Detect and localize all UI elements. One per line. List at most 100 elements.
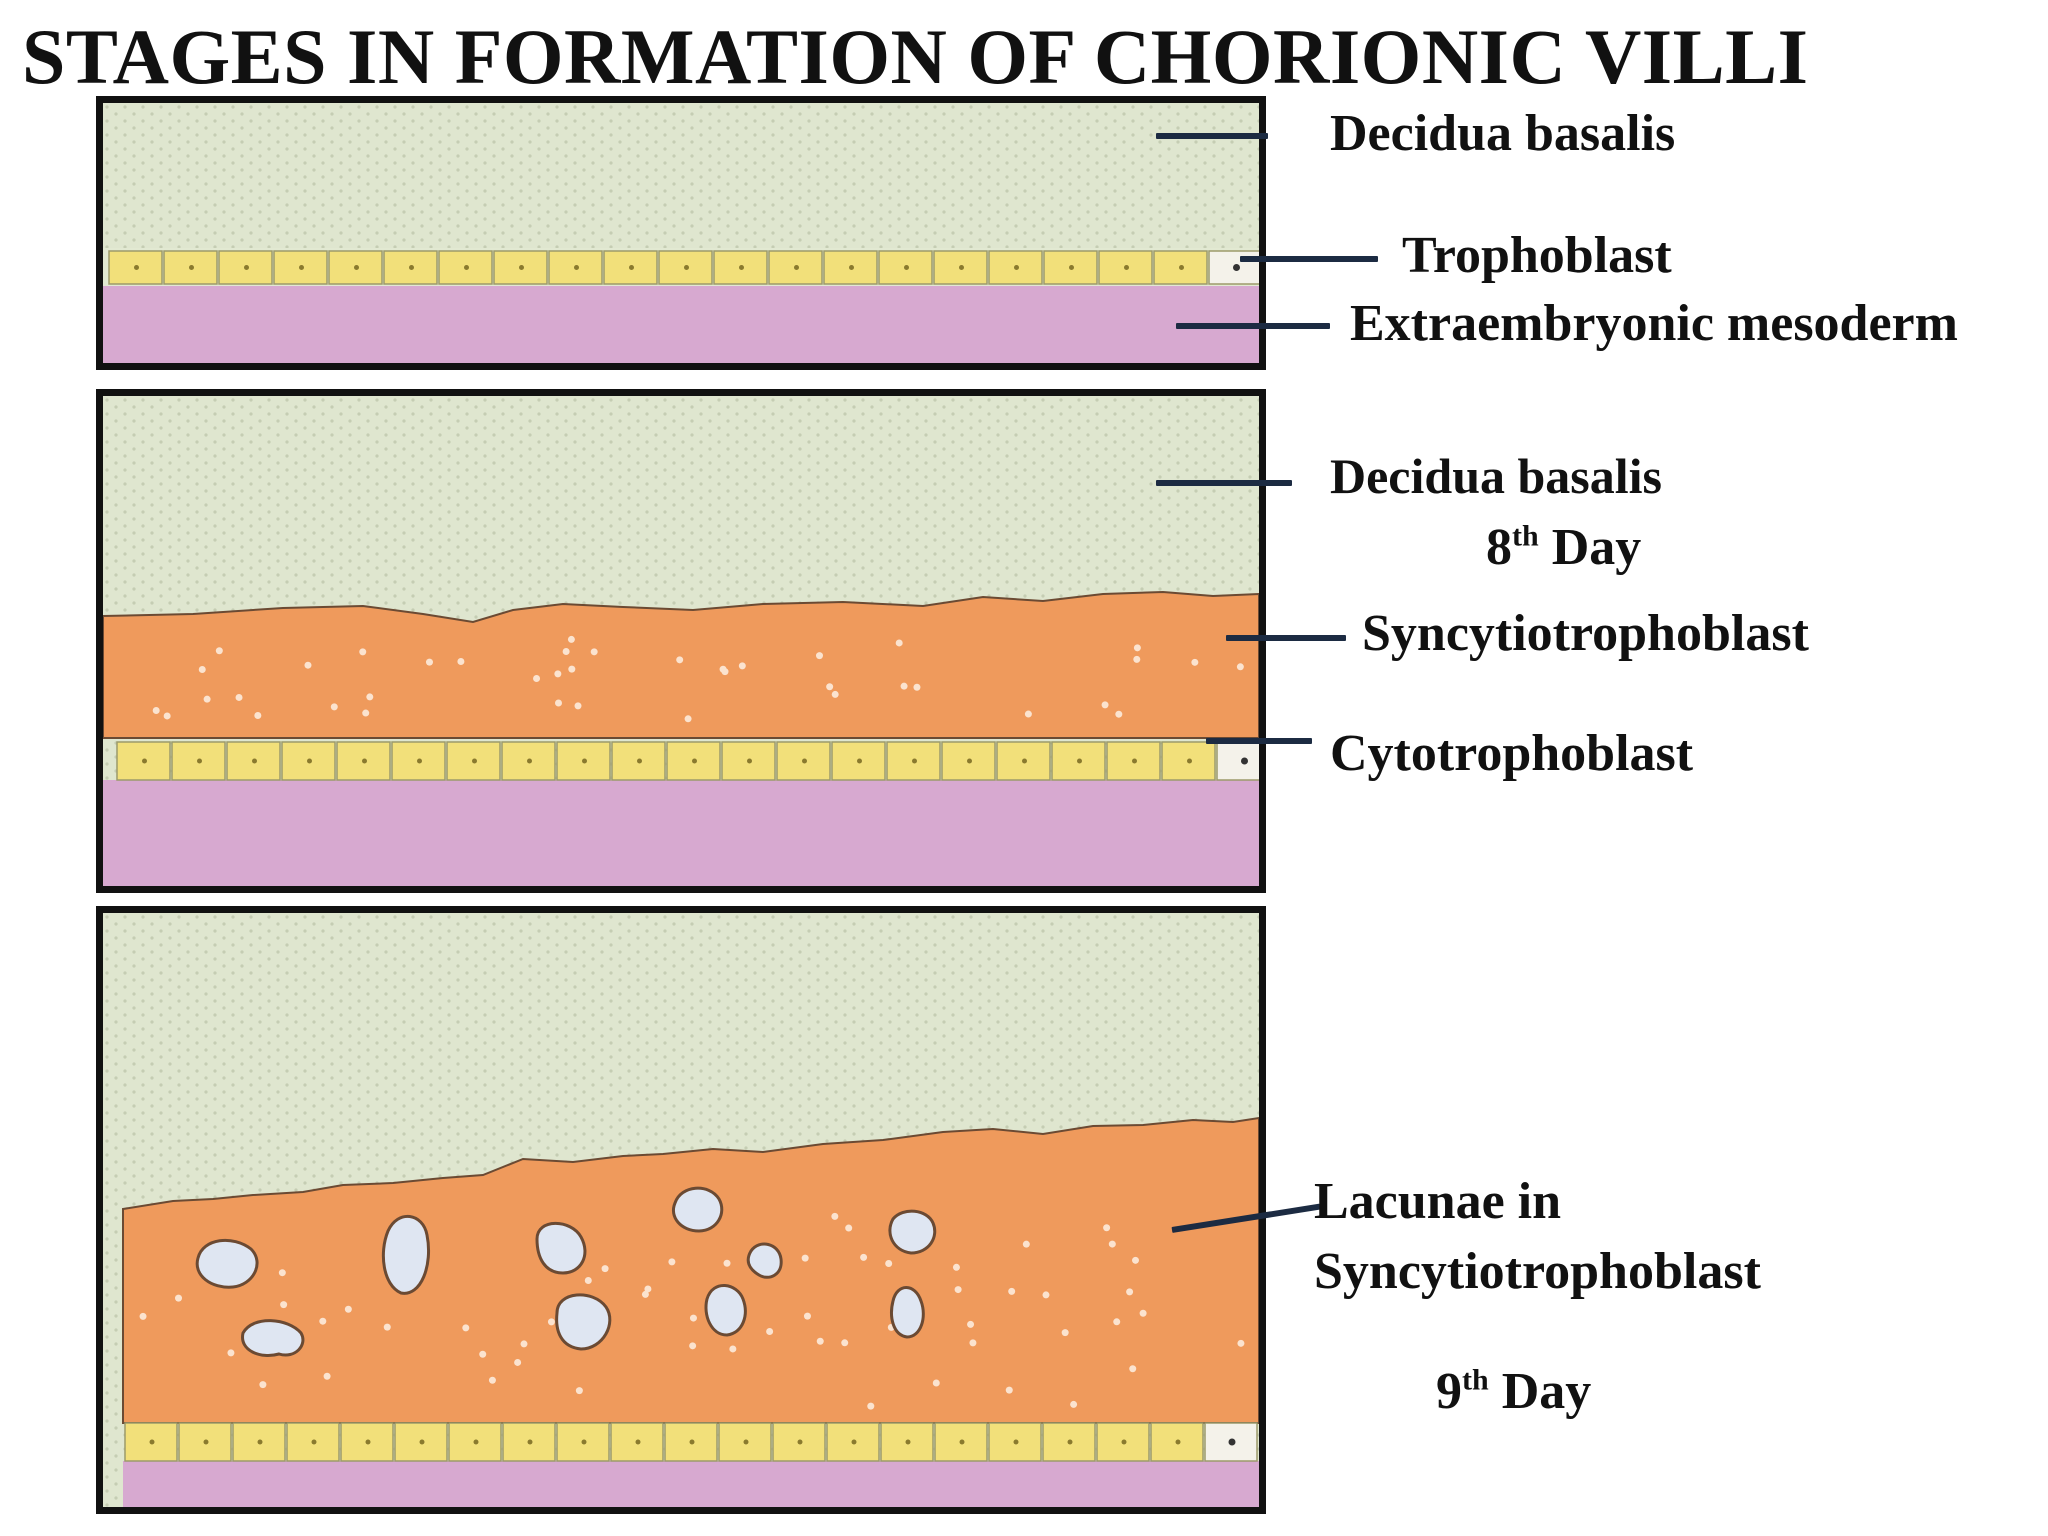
nucleus-dot: [721, 668, 729, 676]
cell-nucleus: [417, 758, 422, 764]
nucleus-dot: [152, 706, 160, 714]
cell-nucleus: [967, 758, 972, 764]
trophoblast-cell: [171, 741, 226, 781]
nucleus-dot: [259, 1381, 267, 1389]
nucleus-dot: [514, 1358, 522, 1366]
nucleus-dot: [1191, 658, 1199, 666]
nucleus-dot: [198, 666, 206, 674]
leader-line-cytotrophoblast: [1206, 738, 1312, 744]
nucleus-dot: [684, 715, 692, 723]
day-9-word: Day: [1501, 1363, 1592, 1420]
cell-nucleus: [1228, 1438, 1236, 1446]
nucleus-dot: [723, 1259, 731, 1267]
day-8-number: 8: [1486, 519, 1512, 576]
nucleus-dot: [689, 1342, 697, 1350]
cell-nucleus: [1013, 1439, 1019, 1445]
leader-line-decidua-2: [1156, 480, 1292, 486]
nucleus-dot: [479, 1350, 487, 1358]
cell-nucleus: [519, 265, 524, 270]
syncytio-nuclei: [152, 635, 1244, 723]
cell-nucleus: [1067, 1439, 1073, 1445]
cell-nucleus: [959, 265, 964, 270]
nucleus-dot: [952, 1263, 960, 1271]
cell-nucleus: [684, 265, 689, 270]
stage-panel-2: [96, 389, 1266, 893]
cell-nucleus: [857, 758, 862, 764]
nucleus-dot: [900, 682, 908, 690]
cell-nucleus: [635, 1439, 641, 1445]
nucleus-dot: [215, 647, 223, 655]
cell-nucleus: [1124, 265, 1129, 270]
nucleus-dot: [1133, 655, 1141, 663]
label-trophoblast: Trophoblast: [1402, 227, 1672, 284]
extraembryonic-mesoderm-layer: [103, 780, 1259, 886]
nucleus-dot: [644, 1285, 652, 1293]
nucleus-dot: [1005, 1386, 1013, 1394]
extraembryonic-mesoderm-layer: [103, 286, 1259, 363]
nucleus-dot: [457, 658, 465, 666]
nucleus-dot: [278, 1269, 286, 1277]
nucleus-dot: [815, 652, 823, 660]
cell-nucleus: [739, 265, 744, 270]
day-8-word: Day: [1551, 519, 1642, 576]
nucleus-dot: [575, 1387, 583, 1395]
cell-nucleus: [743, 1439, 749, 1445]
cell-nucleus: [849, 265, 854, 270]
cell-nucleus: [257, 1439, 263, 1445]
cell-nucleus: [1132, 758, 1137, 764]
nucleus-dot: [163, 712, 171, 720]
nucleus-dot: [689, 1314, 697, 1322]
stage-3-illustration: [103, 913, 1259, 1507]
lacuna: [704, 1284, 747, 1337]
nucleus-dot: [584, 1276, 592, 1284]
nucleus-dot: [867, 1402, 875, 1410]
nucleus-dot: [554, 670, 562, 678]
label-syncytiotrophoblast: Syncytiotrophoblast: [1362, 605, 1809, 662]
nucleus-dot: [845, 1224, 853, 1232]
trophoblast-cell: [823, 250, 878, 285]
nucleus-dot: [383, 1323, 391, 1331]
nucleus-dot: [729, 1345, 737, 1353]
cell-nucleus: [1179, 265, 1184, 270]
nucleus-dot: [831, 1212, 839, 1220]
nucleus-dot: [816, 1337, 824, 1345]
label-lacunae-line-1: Lacunae in: [1314, 1173, 1562, 1230]
cell-nucleus: [142, 758, 147, 764]
leader-line-decidua-1: [1156, 133, 1268, 139]
cell-nucleus: [1077, 758, 1082, 764]
nucleus-dot: [1126, 1288, 1134, 1296]
page-title: STAGES IN FORMATION OF CHORIONIC VILLI: [22, 13, 1809, 100]
lacuna: [535, 1222, 587, 1275]
cell-nucleus: [794, 265, 799, 270]
nucleus-dot: [462, 1324, 470, 1332]
cell-nucleus: [629, 265, 634, 270]
cell-nucleus: [851, 1439, 857, 1445]
trophoblast-cell: [493, 250, 548, 285]
nucleus-dot: [359, 648, 367, 656]
cell-nucleus: [904, 265, 909, 270]
cell-nucleus: [1241, 757, 1248, 765]
cell-nucleus: [747, 758, 752, 764]
nucleus-dot: [362, 709, 370, 717]
nucleus-dot: [601, 1265, 609, 1273]
nucleus-dot: [254, 712, 262, 720]
syncytiotrophoblast-layer: [122, 1116, 1259, 1424]
cell-nucleus: [307, 758, 312, 764]
nucleus-dot: [826, 683, 834, 691]
cell-nucleus: [189, 265, 194, 270]
lacuna: [381, 1214, 431, 1295]
day-8-suffix: th: [1512, 519, 1539, 553]
nucleus-dot: [1042, 1291, 1050, 1299]
nucleus-dot: [1061, 1329, 1069, 1337]
cell-nucleus: [197, 758, 202, 764]
trophoblast-cell: [1096, 1422, 1150, 1462]
nucleus-dot: [304, 661, 312, 669]
decidua-basalis-layer: [103, 103, 1259, 248]
day-9-label: 9th Day: [1436, 1362, 1591, 1422]
cell-nucleus: [574, 265, 579, 270]
cell-nucleus: [299, 265, 304, 270]
cell-nucleus: [472, 758, 477, 764]
nucleus-dot: [1131, 1256, 1139, 1264]
nucleus-dot: [801, 1254, 809, 1262]
nucleus-dot: [954, 1286, 962, 1294]
